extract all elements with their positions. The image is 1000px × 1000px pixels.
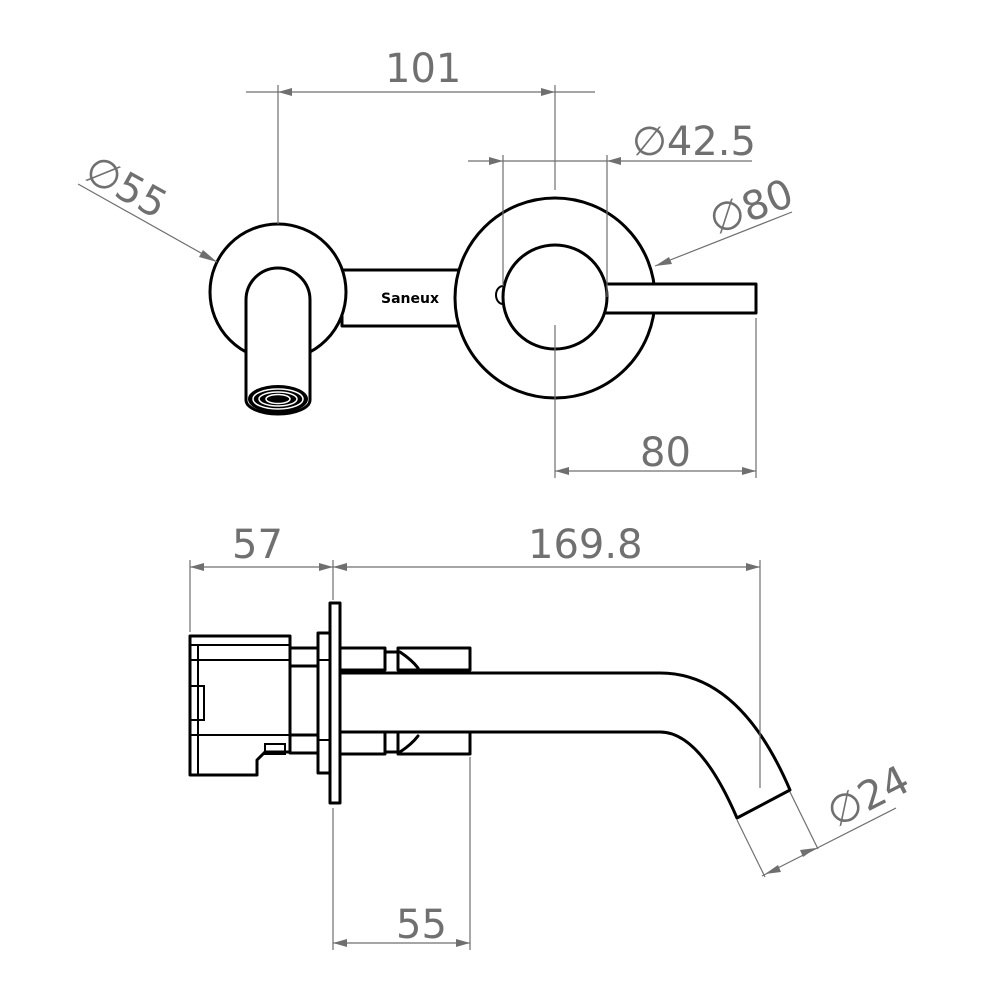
spout-front — [244, 266, 312, 416]
dimension-spout-projection: 169.8 — [333, 522, 761, 788]
lever-handle — [598, 282, 758, 315]
dimension-outlet-diameter-label: ∅24 — [820, 757, 917, 837]
wall-plate-side — [328, 601, 342, 805]
dimension-spout-plate-diameter-label: ∅55 — [77, 147, 174, 229]
dimension-handle-diameter-label: ∅42.5 — [632, 119, 756, 165]
dimension-plate-to-body: 55 — [332, 757, 471, 950]
dimension-handle-diameter: ∅42.5 — [468, 119, 756, 297]
front-view: Saneux 101 — [77, 46, 800, 478]
dimension-valve-plate-diameter: ∅80 — [654, 171, 800, 267]
dimension-valve-plate-diameter-label: ∅80 — [703, 171, 800, 245]
connector-fittings — [288, 631, 332, 775]
dimension-handle-length-label: 80 — [640, 430, 691, 476]
aerator-icon — [248, 385, 308, 413]
dimension-101-label: 101 — [385, 46, 461, 92]
dimension-spout-plate-diameter: ∅55 — [77, 147, 218, 263]
spout-tube — [338, 671, 792, 820]
dimension-handle-length: 80 — [554, 318, 757, 478]
dimension-body-depth: 57 — [189, 522, 334, 632]
side-view: 57 169.8 ∅24 55 — [188, 522, 917, 950]
front-body — [338, 646, 472, 756]
brand-label: Saneux — [381, 291, 439, 307]
dimension-body-depth-label: 57 — [232, 522, 283, 568]
dimension-101: 101 — [246, 46, 595, 224]
valve-body — [188, 634, 292, 777]
dimension-plate-to-body-label: 55 — [396, 902, 447, 948]
indicator-nub — [495, 285, 504, 305]
dimension-spout-projection-label: 169.8 — [528, 522, 643, 568]
dimension-outlet-diameter: ∅24 — [736, 757, 917, 878]
